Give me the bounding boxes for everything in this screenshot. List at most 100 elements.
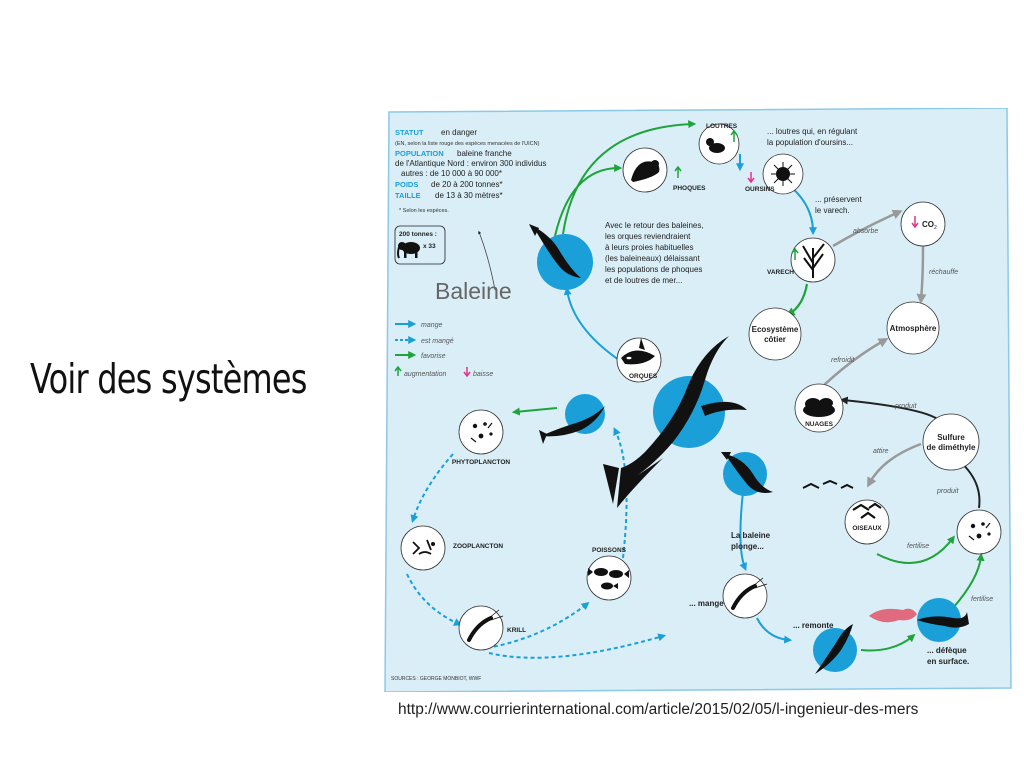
sulfure-node — [922, 413, 980, 471]
legend-est-mange: est mangé — [421, 338, 454, 345]
loutres-label: LOUTRES — [706, 123, 738, 130]
edge-produit-top: produit — [894, 403, 917, 410]
down-arrow-icon — [463, 367, 471, 378]
krill-right-node — [722, 573, 768, 619]
ecosysteme-label-1: Ecosystème — [752, 325, 799, 334]
co2-label: CO — [922, 220, 934, 229]
statut-value: en danger — [441, 128, 477, 137]
krill-label: KRILL — [507, 627, 526, 634]
statut-key: STATUT — [395, 128, 424, 137]
left-whale-icon — [539, 406, 605, 444]
source-url[interactable]: http://www.courrierinternational.com/art… — [398, 701, 919, 718]
phoques-label: PHOQUES — [673, 185, 706, 192]
defeque-line1: ... défèque — [927, 646, 967, 655]
plonge-line2: plonge... — [731, 542, 764, 551]
taille-value: de 13 à 30 mètres* — [435, 191, 503, 200]
whale-label: Baleine — [435, 278, 512, 304]
edge-refroidit: refroidit — [831, 357, 855, 364]
zooplankton-icon — [412, 539, 435, 555]
seal-icon — [631, 160, 660, 182]
krill-left-node — [458, 605, 504, 651]
atmosphere-node — [886, 301, 940, 355]
population-line2: de l'Atlantique Nord : environ 300 indiv… — [395, 159, 546, 168]
birds-icon — [802, 479, 854, 489]
phytoplancton-right-node — [956, 509, 1002, 555]
zooplancton-label: ZOOPLANCTON — [453, 543, 503, 550]
edge-produit-right: produit — [936, 488, 959, 495]
poissons-label: POISSONS — [592, 547, 627, 554]
poids-value: de 20 à 200 tonnes* — [431, 180, 503, 189]
otter-icon — [706, 138, 725, 153]
co2-node — [900, 201, 946, 247]
slide-title: Voir des systèmes — [30, 355, 307, 403]
retour-line6: et de loutres de mer... — [605, 276, 682, 285]
oiseaux-node — [844, 499, 890, 545]
legend: mange est mangé favorise augmentation ba… — [394, 320, 493, 378]
oiseaux-label: OISEAUX — [852, 525, 882, 532]
fish-icon — [588, 568, 629, 590]
edge-rechauffe: réchauffe — [929, 269, 958, 276]
sources-note: SOURCES : GEORGE MONBIOT, WWF — [391, 676, 481, 682]
population-key: POPULATION — [395, 149, 444, 158]
krill-icon-left — [467, 609, 504, 642]
orca-icon — [621, 338, 655, 365]
humpback-whale-small-icon — [529, 224, 581, 278]
population-line3: autres : de 10 000 à 90 000* — [401, 169, 502, 178]
loutres-text-2: la population d'oursins... — [767, 138, 853, 147]
elephant-icon — [397, 242, 420, 259]
defecating-whale-icon — [917, 612, 969, 628]
retour-line1: Avec le retour des baleines, — [605, 221, 704, 230]
taille-key: TAILLE — [395, 191, 421, 200]
seabirds-icon — [852, 502, 882, 519]
legend-baisse: baisse — [473, 371, 493, 378]
preservent-text-2: le varech. — [815, 206, 850, 215]
population-line1: baleine franche — [457, 149, 512, 158]
orques-label: ORQUES — [629, 373, 658, 380]
whale-ecosystem-diagram: STATUT en danger (EN, selon la liste rou… — [383, 108, 1013, 692]
krill-icon-right — [731, 577, 768, 610]
retour-line4: (les baleineaux) délaissant — [605, 254, 701, 263]
edge-fertilise-2: fertilise — [971, 596, 993, 603]
retour-line5: les populations de phoques — [605, 265, 702, 274]
urchin-icon — [771, 162, 795, 186]
retour-line2: les orques reviendraient — [605, 232, 691, 241]
oursins-down-arrow-icon — [747, 172, 755, 184]
sulfure-label-1: Sulfure — [937, 433, 965, 442]
pointer-line — [478, 230, 496, 291]
zooplancton-node — [400, 525, 446, 571]
varech-up-arrow-icon — [791, 247, 799, 260]
varech-label: VARECH — [767, 269, 794, 276]
phoques-up-arrow-icon — [674, 165, 682, 178]
cloud-icon — [803, 398, 835, 417]
legend-favorise: favorise — [421, 353, 446, 360]
infobox: STATUT en danger (EN, selon la liste rou… — [394, 128, 546, 304]
footnote: * Selon les espèces. — [399, 208, 449, 214]
humpback-whale-large-icon — [603, 336, 747, 508]
legend-mange: mange — [421, 322, 443, 329]
retour-line3: à leurs proies habituelles — [605, 243, 694, 252]
atmosphere-label: Atmosphère — [890, 324, 937, 333]
legend-augmentation: augmentation — [404, 371, 447, 378]
preservent-text-1: ... préservent — [815, 195, 862, 204]
multiplier-label: x 33 — [423, 243, 436, 250]
co2-down-arrow-icon — [911, 216, 919, 229]
ecosysteme-node — [748, 307, 802, 361]
kelp-icon — [802, 243, 825, 278]
feces-cloud — [869, 608, 917, 623]
loutres-up-arrow-icon — [730, 129, 738, 142]
surfacing-whale-icon — [815, 624, 853, 674]
tonnes-label: 200 tonnes : — [399, 231, 437, 238]
phytoplancton-left-node — [458, 409, 504, 455]
poids-key: POIDS — [395, 180, 418, 189]
poissons-node — [586, 555, 632, 601]
ecosysteme-label-2: côtier — [764, 335, 786, 344]
phytoplancton-label: PHYTOPLANCTON — [452, 459, 511, 466]
edge-absorbe: absorbe — [853, 228, 878, 235]
oursins-label: OURSINS — [745, 186, 775, 193]
defeque-line2: en surface. — [927, 657, 969, 666]
up-arrow-icon — [394, 365, 402, 376]
weight-box — [394, 225, 446, 265]
mange-label: ... mange — [689, 599, 724, 608]
co2-subscript: 2 — [934, 225, 937, 231]
diving-whale-icon — [721, 452, 773, 493]
